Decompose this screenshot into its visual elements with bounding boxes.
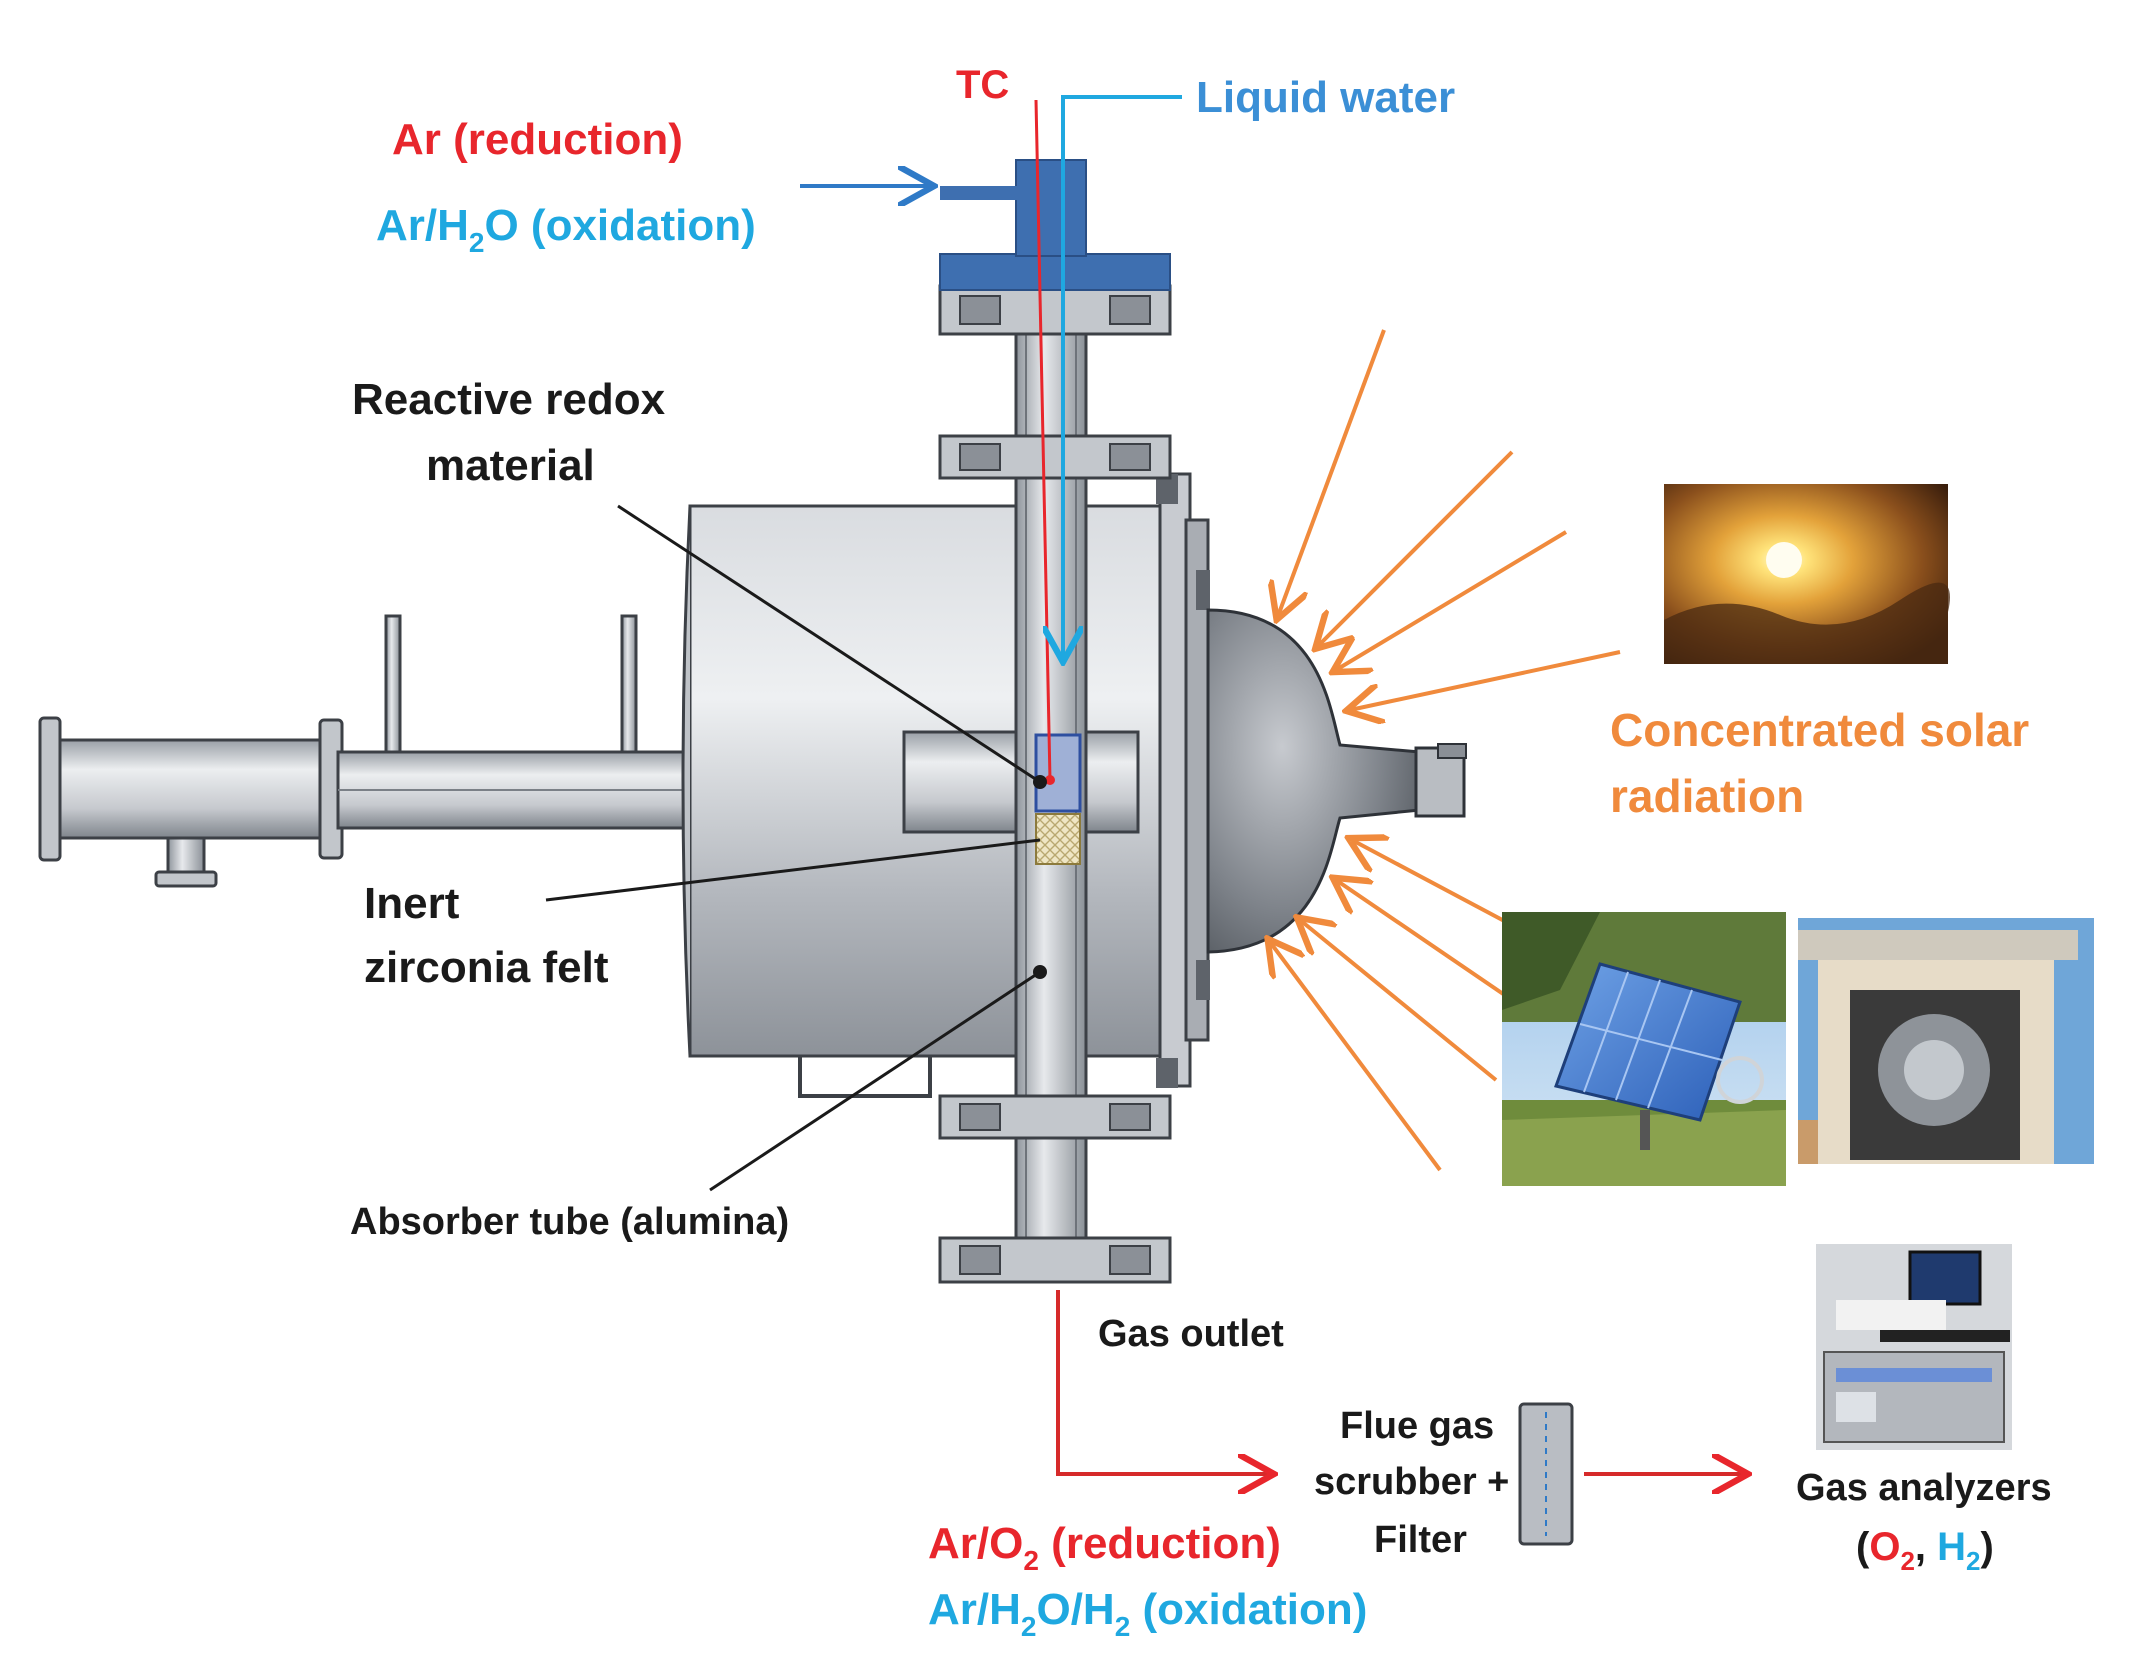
reactor-housing-photo-icon: [1798, 918, 2094, 1164]
liquid-water-line: [1063, 95, 1182, 658]
reactive-material-label-line2: material: [426, 441, 595, 490]
scrubber-filter-icon: [1518, 1402, 1574, 1546]
thermocouple-line: [1034, 99, 1052, 781]
tc-label: TC: [956, 63, 1009, 107]
inert-felt-label-line1: Inert: [364, 879, 460, 928]
solar-radiation-label-line1: Concentrated solar: [1610, 704, 2029, 756]
absorber-tube-assembly: [938, 159, 1172, 1284]
analyzer-photo-icon: [1816, 1244, 2012, 1450]
reactive-material-label-line1: Reactive redox: [352, 375, 666, 424]
ar-h2o-h2-oxidation-label: Ar/H2O/H2 (oxidation): [928, 1585, 1367, 1642]
sun-photo-icon: [1664, 484, 1950, 664]
ar-o2-reduction-label: Ar/O2 (reduction): [928, 1519, 1281, 1576]
left-outlet-pipe: [38, 614, 700, 888]
heliostat-photo-icon: [1502, 912, 1786, 1186]
bottom-flange: [938, 1236, 1172, 1284]
flue-gas-label-line1: Flue gas: [1340, 1405, 1494, 1447]
gas-analyzers-species-label: (O2, H2): [1856, 1525, 1994, 1576]
solar-radiation-arrows: [1270, 329, 1621, 1172]
liquid-water-label: Liquid water: [1196, 73, 1455, 122]
solar-radiation-label-line2: radiation: [1610, 770, 1804, 822]
lower-flange: [938, 1094, 1172, 1140]
reactor-assembly: [38, 95, 1467, 1284]
reactive-redox-material: [1034, 733, 1082, 813]
gas-outlet-arrow: [1056, 1290, 1270, 1474]
upper-flange: [938, 284, 1172, 336]
gas-outlet-label: Gas outlet: [1098, 1313, 1284, 1355]
absorber-tube-label: Absorber tube (alumina): [350, 1201, 789, 1243]
mid-flange: [938, 434, 1172, 480]
text-labels: TC Liquid water Ar (reduction) Ar/H2O (o…: [350, 63, 2052, 1642]
flue-gas-label-line3: Filter: [1374, 1519, 1467, 1561]
flue-gas-label-line2: scrubber +: [1314, 1461, 1509, 1503]
gas-analyzers-label: Gas analyzers: [1796, 1467, 2052, 1509]
inert-felt-label-line2: zirconia felt: [364, 943, 609, 992]
glass-dome-window: [1206, 608, 1467, 954]
ar-h2o-oxidation-label: Ar/H2O (oxidation): [376, 201, 756, 258]
inert-zirconia-felt: [1035, 813, 1081, 865]
ar-reduction-label: Ar (reduction): [392, 115, 683, 164]
leader-lines: [545, 504, 1041, 1192]
inlet-head: [939, 159, 1171, 291]
reactor-cavity-chamber: [681, 472, 1210, 1098]
